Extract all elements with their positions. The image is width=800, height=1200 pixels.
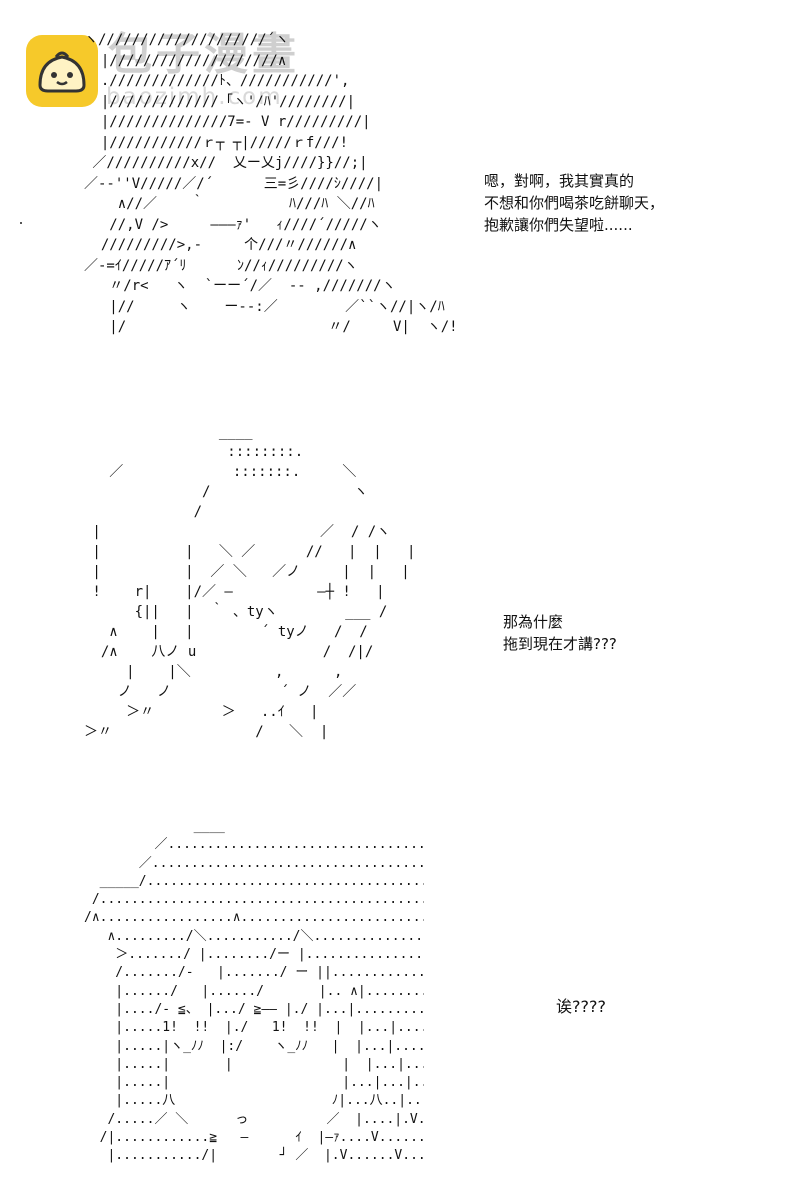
panel-2-dialog: 那為什麼 拖到現在才講??? [503, 613, 617, 653]
panel-2-ascii-art: ____ ::::::::. ／ :::::::. ＼ / ヽ / | ／ / … [84, 424, 416, 740]
panel-3-ascii-art: ____ ／.................................＼… [84, 819, 424, 1163]
speck-mark [20, 222, 22, 224]
watermark-title: 包子漫畫 [108, 29, 300, 80]
panel-1-ascii-art: ヽ////////////////////´ヽ |///////////////… [84, 32, 458, 335]
watermark-subtitle: baozimh.com [106, 84, 283, 110]
panel-3-dialog: 诶???? [556, 997, 606, 1016]
logo-badge [26, 35, 98, 107]
panel-1-dialog: 嗯，對啊，我其實真的 不想和你們喝茶吃餅聊天， 抱歉讓你們失望啦...... [484, 172, 665, 234]
bun-face-icon [38, 51, 86, 93]
